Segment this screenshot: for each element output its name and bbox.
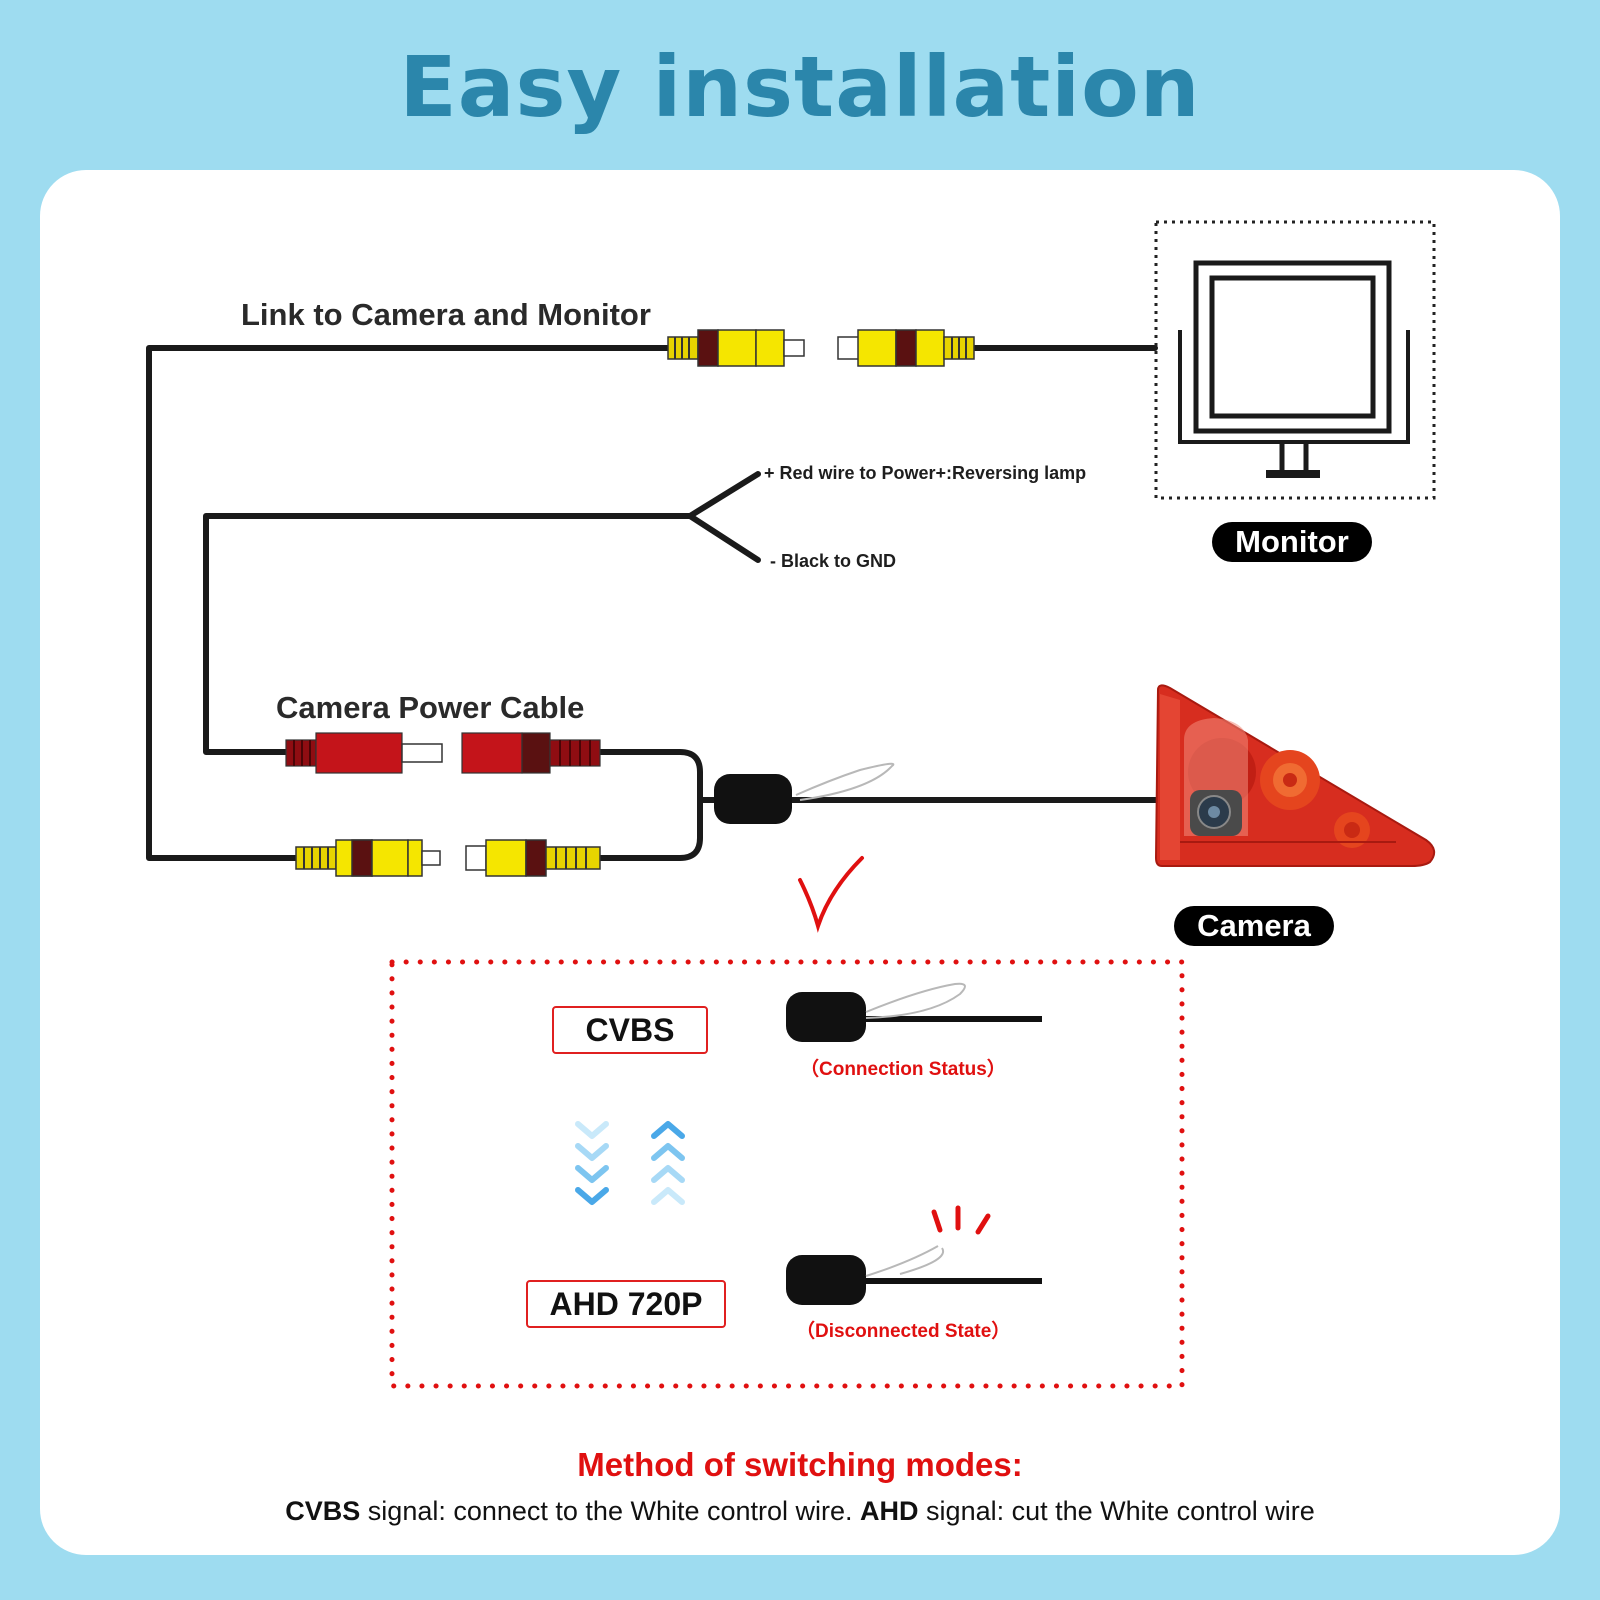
video-link-wire [146, 345, 671, 861]
power-cable-label: Camera Power Cable [276, 690, 585, 725]
black-wire-label: - Black to GND [770, 551, 897, 571]
disconnected-status-text: （Disconnected State） [796, 1321, 1011, 1342]
red-wire-branch [687, 471, 761, 519]
red-wire-label: + Red wire to Power+:Reversing lamp [764, 463, 1087, 483]
ahd-cable-illustration [786, 1205, 1042, 1305]
power-connector-icon [461, 732, 601, 774]
connection-status-text: （Connection Status） [800, 1059, 1006, 1080]
cvbs-instruction: signal: connect to the White control wir… [360, 1496, 861, 1526]
rca-connector-icon [465, 839, 601, 877]
power-wire [203, 513, 693, 755]
white-control-wire [865, 1245, 945, 1277]
camera-split-wire [597, 749, 703, 861]
monitor-icon [1154, 220, 1436, 500]
chevron-down-icon [575, 1121, 609, 1205]
rca-connector-icon [667, 329, 805, 367]
ahd-term: AHD [860, 1496, 919, 1526]
chevron-up-icon [651, 1121, 685, 1205]
method-title: Method of switching modes: [577, 1446, 1023, 1483]
wires [146, 345, 1159, 861]
cvbs-cable-illustration [786, 982, 1042, 1042]
junction-block [714, 762, 895, 824]
link-label: Link to Camera and Monitor [241, 297, 651, 332]
black-wire-branch [687, 513, 761, 563]
rca-connector-icon [295, 839, 441, 877]
camera-badge: Camera [1174, 906, 1334, 946]
mode-box-frame [389, 959, 1185, 1389]
cvbs-mode-label: CVBS [552, 1006, 708, 1054]
checkmark-icon [798, 856, 864, 933]
method-description: CVBS signal: connect to the White contro… [0, 1496, 1600, 1527]
white-control-wire [795, 762, 895, 801]
power-connector-icon [285, 732, 443, 774]
white-control-wire [865, 982, 966, 1019]
camera-icon [1154, 684, 1436, 867]
ahd-mode-label: AHD 720P [526, 1280, 726, 1328]
page-title: Easy installation [399, 38, 1201, 136]
rca-connector-icon [837, 329, 975, 367]
cvbs-term: CVBS [285, 1496, 361, 1526]
monitor-badge: Monitor [1212, 522, 1372, 562]
ahd-instruction: signal: cut the White control wire [918, 1496, 1315, 1526]
